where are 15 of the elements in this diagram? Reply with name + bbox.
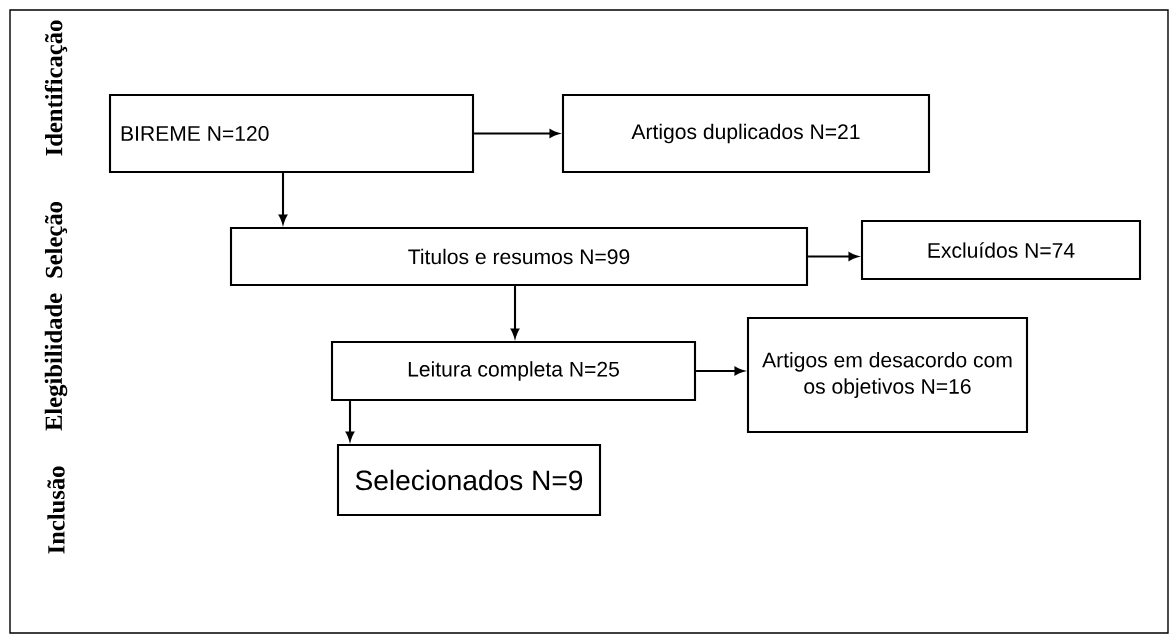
arrow [278, 173, 288, 224]
stage-label: Identificação [44, 20, 68, 156]
stage-label: Elegibilidade [44, 293, 68, 431]
process-box: Artigos duplicados N=21 [561, 93, 931, 174]
process-box: Artigos em desacordo com os objetivos N=16 [746, 316, 1029, 434]
stage-label: Seleção [44, 202, 68, 278]
process-box: Titulos e resumos N=99 [229, 226, 809, 287]
arrow [345, 401, 355, 441]
stage-label: Inclusão [47, 466, 65, 554]
arrow [510, 286, 520, 338]
arrow [696, 366, 744, 376]
process-box: BIREME N=120 [108, 93, 475, 174]
process-box: Leitura completa N=25 [330, 340, 697, 402]
process-box: Selecionados N=9 [336, 443, 602, 517]
process-box: Excluídos N=74 [860, 219, 1142, 281]
